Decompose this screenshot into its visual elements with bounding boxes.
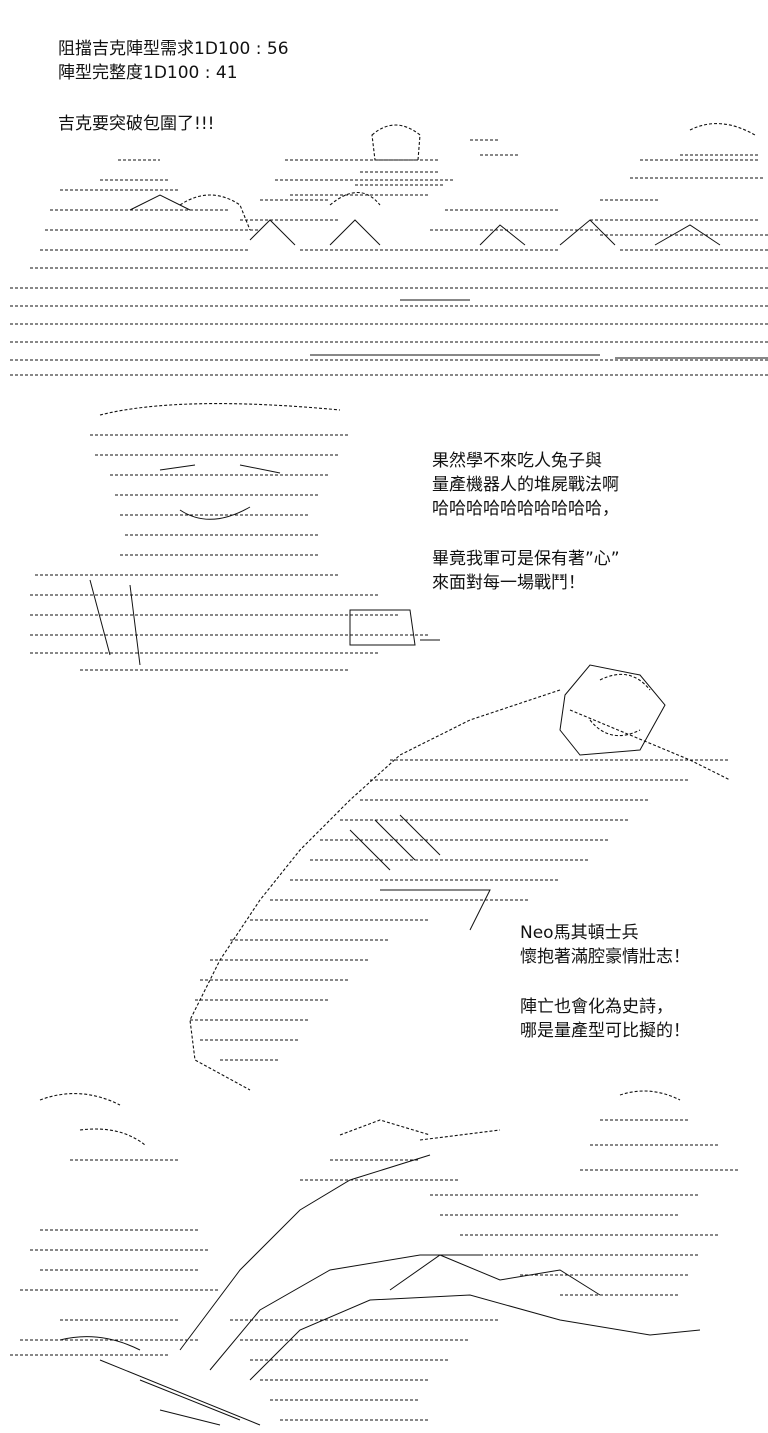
diving-mecha-ascii-art xyxy=(189,664,731,1091)
epic-line-1: 陣亡也會化為史詩， xyxy=(520,997,673,1017)
epic-line-2: 哪是量產型可比擬的！ xyxy=(520,1021,690,1041)
roll-line-1: 阻擋吉克陣型需求1D100 : 56 xyxy=(58,39,289,59)
battlefield-explosion-ascii-art xyxy=(10,1090,740,1426)
crowd-ascii-art xyxy=(10,123,768,376)
soldier-line-1: Neo馬其頓士兵 xyxy=(520,923,639,943)
laughing-figure-ascii-art xyxy=(30,403,440,671)
taunt-line-2: 量產機器人的堆屍戰法啊 xyxy=(432,475,619,495)
taunt-line-1: 果然學不來吃人兔子與 xyxy=(432,451,602,471)
soldier-line-2: 懷抱著滿腔豪情壯志！ xyxy=(520,947,690,967)
taunt-line-3: 哈哈哈哈哈哈哈哈哈哈， xyxy=(432,499,619,519)
boast-line-1: 畢竟我軍可是保有著”心” xyxy=(432,549,620,569)
roll-line-2: 陣型完整度1D100 : 41 xyxy=(58,63,238,83)
boast-line-2: 來面對每一場戰鬥！ xyxy=(432,573,585,593)
outcome-text: 吉克要突破包圍了!!! xyxy=(58,114,215,134)
